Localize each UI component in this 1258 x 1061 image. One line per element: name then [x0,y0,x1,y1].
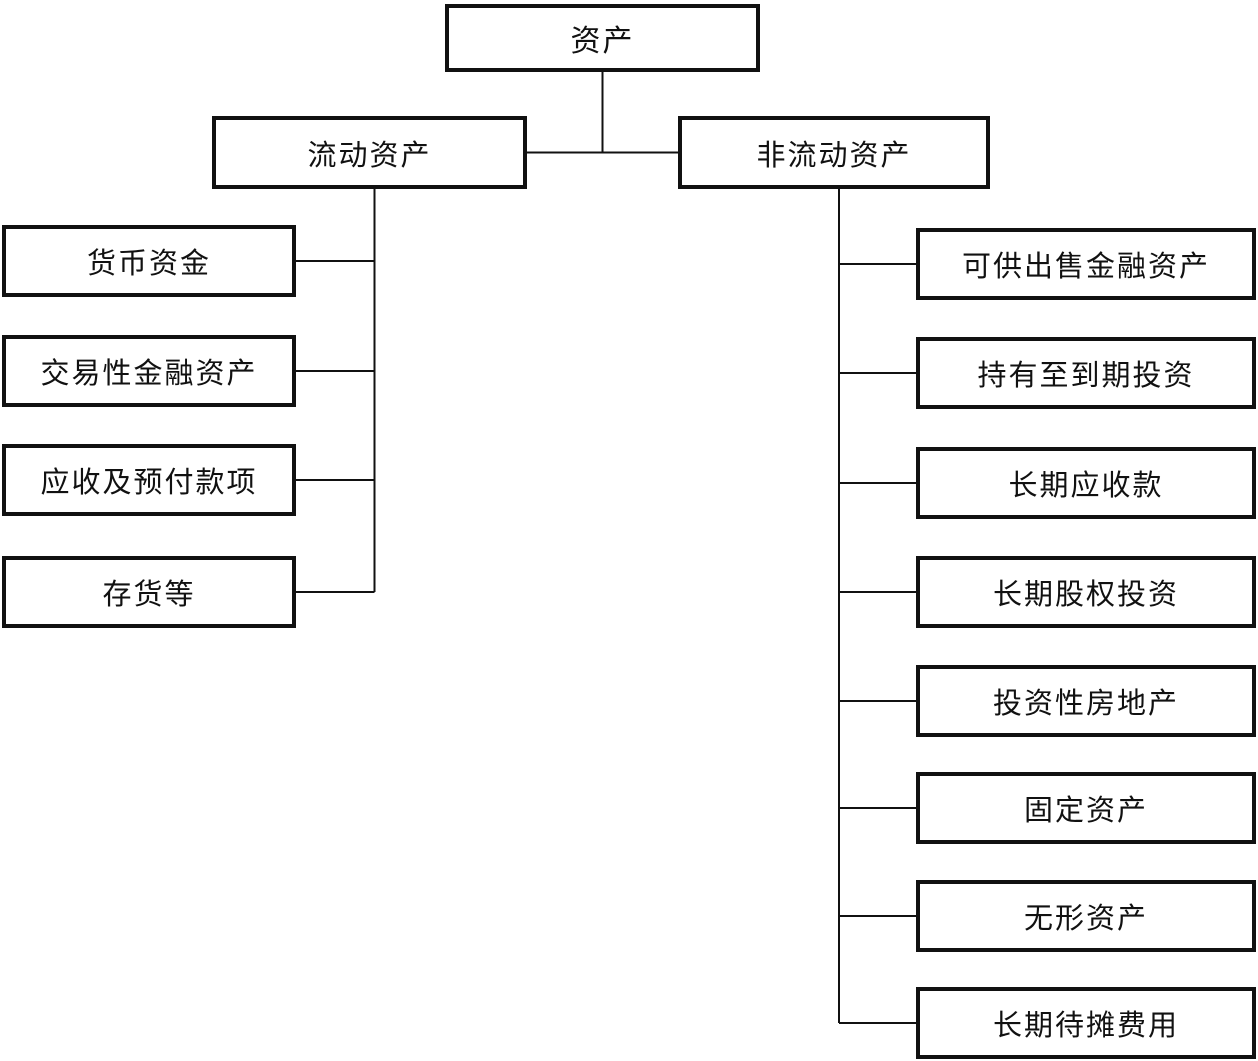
node-long-term-receivables: 长期应收款 [916,447,1256,519]
node-current-assets: 流动资产 [212,116,527,189]
node-monetary-funds: 货币资金 [2,225,296,297]
node-fixed-assets: 固定资产 [916,772,1256,844]
node-held-to-maturity-investments: 持有至到期投资 [916,337,1256,409]
node-long-term-equity-investments: 长期股权投资 [916,556,1256,628]
node-trading-financial-assets: 交易性金融资产 [2,335,296,407]
node-receivables-and-prepayments: 应收及预付款项 [2,444,296,516]
node-non-current-assets: 非流动资产 [678,116,990,189]
node-assets: 资产 [445,4,760,72]
node-long-term-deferred-expenses: 长期待摊费用 [916,987,1256,1059]
node-inventories: 存货等 [2,556,296,628]
node-available-for-sale-financial-assets: 可供出售金融资产 [916,228,1256,300]
node-intangible-assets: 无形资产 [916,880,1256,952]
node-investment-property: 投资性房地产 [916,665,1256,737]
